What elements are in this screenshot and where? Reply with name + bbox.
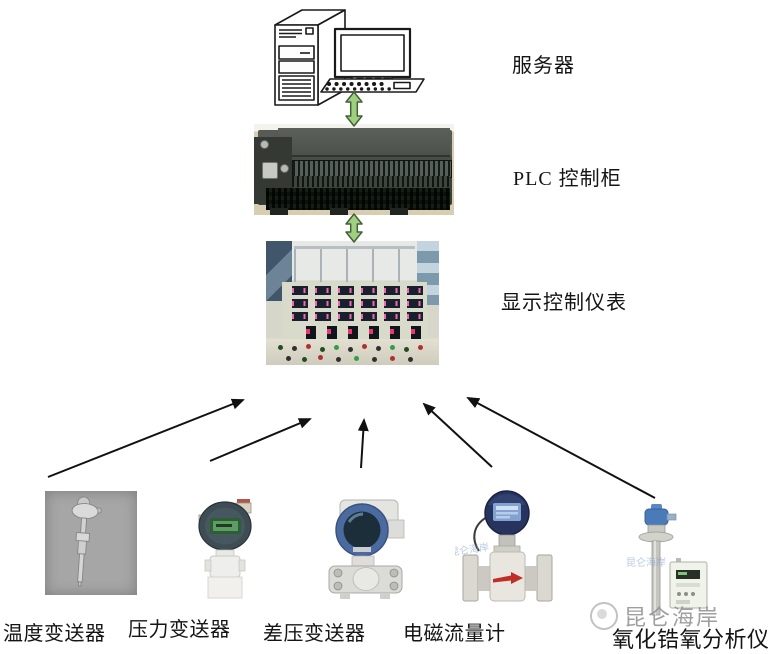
watermark: 昆仑海岸 [590,600,720,632]
display-label: 显示控制仪表 [501,292,627,314]
plc-cabinet-image [254,124,454,215]
plc-label: PLC 控制柜 [513,168,622,190]
server-label: 服务器 [512,55,575,77]
device-arrow-pressure [209,418,312,462]
device-arrow-diff-pressure [357,418,369,469]
plc-mounting-feet [270,207,442,215]
plc-terminal-row-bottom [292,175,450,187]
device-arrow-flowmeter [422,402,493,468]
device-label-temperature: 温度变送器 [3,623,106,645]
inline-watermark: 昆仑海岸 [626,558,666,569]
watermark-logo-icon [590,602,618,630]
electromagnetic-flowmeter-image: 昆仑海岸 [455,487,560,607]
link-arrow-plc-display [345,213,363,243]
panel-button-desk [266,338,439,365]
panel-left-screens [266,241,292,301]
device-label-oxygen-analyzer: 氧化锆氧分析仪 [612,627,768,652]
panel-instrument-face [281,281,427,346]
panel-instrument-row [291,311,423,321]
device-label-flowmeter: 电磁流量计 [403,623,506,645]
pressure-transmitter-image [185,495,270,600]
device-arrow-oxygen [466,397,656,499]
plc-lid [278,127,450,157]
device-label-pressure: 压力变送器 [128,619,231,641]
panel-instrument-row [291,298,423,308]
differential-pressure-transmitter-image [312,494,427,602]
desktop-computer-icon [274,9,425,106]
device-label-diff-pressure: 差压变送器 [263,623,366,645]
temperature-transmitter-image [45,491,137,595]
plc-db9-connector [262,162,278,179]
panel-windows [293,245,415,284]
device-arrow-temperature [47,398,245,478]
watermark-text: 昆仑海岸 [624,605,721,630]
plc-vent-slots [266,187,450,210]
panel-instrument-row [291,285,423,295]
zirconia-oxygen-analyzer-image: 昆仑海岸 [618,504,713,622]
control-panel-image [266,241,439,365]
panel-buttons [278,344,283,350]
